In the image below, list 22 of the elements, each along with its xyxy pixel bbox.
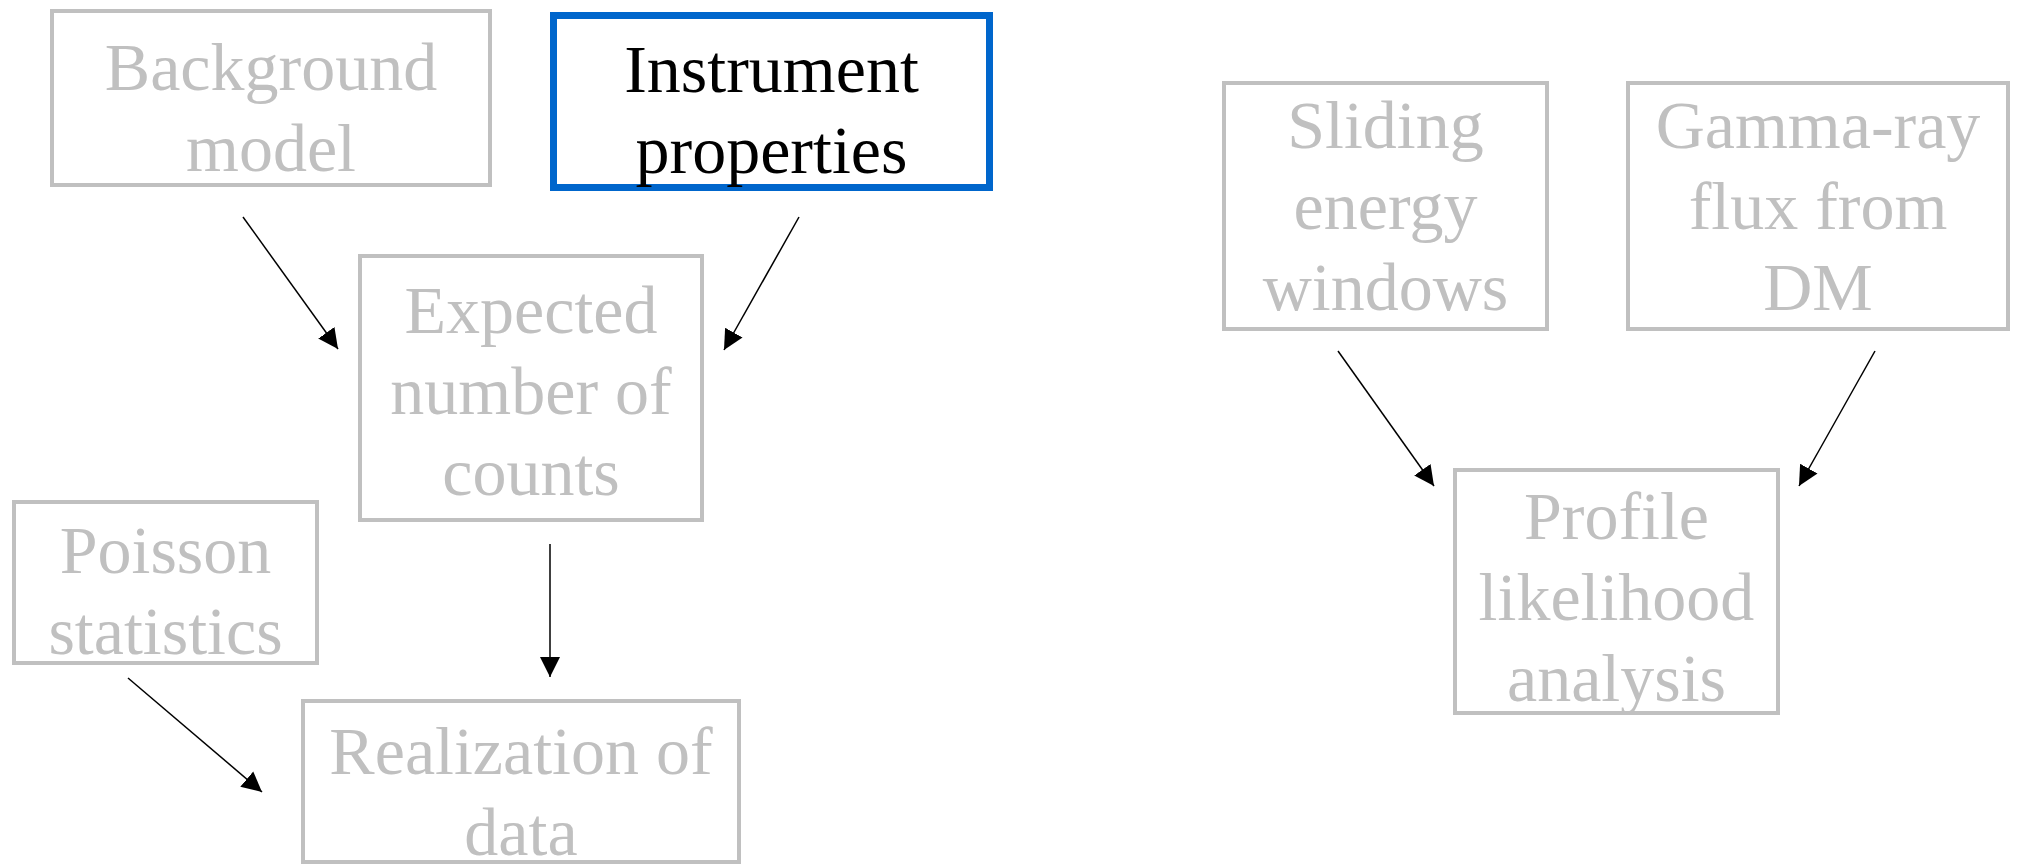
arrow bbox=[1337, 350, 1435, 487]
box-label: Instrument properties bbox=[623, 30, 920, 190]
box-label: Sliding energy windows bbox=[1261, 86, 1510, 327]
process-box bbox=[358, 254, 704, 522]
box-label: Realization of data bbox=[328, 712, 714, 864]
process-box bbox=[12, 500, 319, 665]
process-box bbox=[1453, 468, 1780, 715]
arrow bbox=[242, 216, 339, 350]
arrow bbox=[540, 543, 560, 678]
process-box bbox=[1626, 81, 2010, 331]
box-label: Expected number of counts bbox=[389, 271, 673, 512]
box-label: Profile likelihood analysis bbox=[1477, 477, 1756, 718]
box-label: Gamma-ray flux from DM bbox=[1654, 86, 1982, 327]
box-label: Poisson statistics bbox=[47, 511, 284, 671]
process-box bbox=[550, 12, 993, 191]
process-box bbox=[1222, 81, 1549, 331]
process-box bbox=[50, 9, 492, 187]
box-label: Background model bbox=[103, 28, 439, 188]
arrow bbox=[723, 216, 800, 351]
arrow bbox=[1798, 350, 1876, 487]
arrow bbox=[127, 677, 263, 793]
process-box bbox=[301, 699, 741, 864]
